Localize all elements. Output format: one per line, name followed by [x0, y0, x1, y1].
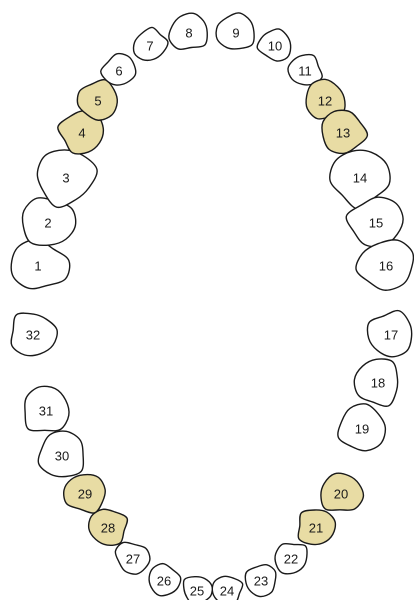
tooth-23[interactable]: 23: [239, 558, 284, 600]
tooth-number-label: 13: [336, 126, 350, 141]
tooth-outline: [320, 472, 365, 511]
tooth-2[interactable]: 2: [20, 196, 77, 248]
tooth-16[interactable]: 16: [353, 237, 414, 294]
tooth-number-label: 21: [309, 521, 323, 536]
tooth-3[interactable]: 3: [36, 148, 99, 209]
tooth-outline: [355, 239, 414, 291]
tooth-outline: [337, 403, 387, 452]
tooth-number-label: 23: [254, 574, 268, 589]
tooth-outline: [57, 110, 105, 155]
tooth-28[interactable]: 28: [83, 505, 130, 550]
tooth-number-label: 32: [26, 328, 40, 343]
tooth-number-label: 14: [353, 171, 367, 186]
tooth-number-label: 22: [284, 552, 298, 567]
tooth-outline: [345, 196, 404, 248]
tooth-number-label: 27: [126, 552, 140, 567]
tooth-17[interactable]: 17: [364, 307, 414, 359]
tooth-number-label: 18: [371, 376, 385, 391]
tooth-outline: [114, 541, 151, 575]
tooth-31[interactable]: 31: [23, 385, 70, 433]
tooth-number-label: 1: [34, 259, 41, 274]
tooth-32[interactable]: 32: [7, 309, 60, 359]
tooth-number-label: 8: [185, 26, 192, 41]
tooth-number-label: 3: [62, 171, 69, 186]
tooth-20[interactable]: 20: [317, 469, 367, 516]
tooth-outline: [148, 562, 182, 597]
tooth-outline: [132, 26, 169, 61]
tooth-number-label: 6: [115, 64, 122, 79]
tooth-number-label: 10: [268, 39, 282, 54]
tooth-11[interactable]: 11: [284, 48, 329, 92]
tooth-outline: [329, 149, 391, 210]
tooth-4[interactable]: 4: [55, 107, 107, 157]
tooth-18[interactable]: 18: [353, 357, 400, 407]
tooth-5[interactable]: 5: [73, 77, 122, 126]
tooth-number-label: 28: [101, 521, 115, 536]
tooth-27[interactable]: 27: [109, 536, 154, 579]
tooth-outline: [36, 149, 98, 209]
tooth-22[interactable]: 22: [269, 535, 314, 579]
tooth-outline: [321, 109, 369, 155]
tooth-12[interactable]: 12: [301, 75, 352, 126]
tooth-number-label: 16: [379, 259, 393, 274]
tooth-number-label: 24: [220, 584, 234, 599]
tooth-outline: [297, 509, 337, 546]
tooth-number-label: 29: [78, 487, 92, 502]
tooth-outline: [215, 12, 255, 50]
tooth-number-label: 12: [318, 94, 332, 109]
tooth-number-label: 26: [157, 574, 171, 589]
tooth-number-label: 31: [39, 404, 53, 419]
tooth-outline: [63, 473, 106, 514]
tooth-outline: [24, 385, 70, 432]
tooth-number-label: 5: [94, 94, 101, 109]
tooth-outline: [353, 358, 399, 407]
tooth-number-label: 25: [190, 584, 204, 599]
tooth-number-label: 9: [232, 26, 239, 41]
tooth-24[interactable]: 24: [210, 573, 246, 600]
tooth-14[interactable]: 14: [328, 149, 391, 210]
tooth-outline: [256, 28, 292, 62]
tooth-19[interactable]: 19: [336, 402, 387, 452]
tooth-outline: [76, 79, 119, 121]
tooth-30[interactable]: 30: [37, 429, 85, 478]
tooth-29[interactable]: 29: [61, 470, 109, 515]
tooth-26[interactable]: 26: [142, 559, 185, 600]
tooth-number-label: 7: [146, 39, 153, 54]
tooth-number-label: 4: [78, 126, 85, 141]
tooth-number-label: 2: [44, 216, 51, 231]
tooth-number-label: 20: [334, 487, 348, 502]
tooth-1[interactable]: 1: [8, 236, 73, 293]
tooth-outline: [168, 12, 208, 51]
tooth-number-label: 17: [384, 328, 398, 343]
tooth-outline: [10, 312, 58, 357]
tooth-10[interactable]: 10: [255, 23, 299, 66]
tooth-21[interactable]: 21: [291, 502, 341, 550]
tooth-13[interactable]: 13: [317, 106, 371, 158]
tooth-25[interactable]: 25: [179, 574, 214, 600]
tooth-7[interactable]: 7: [127, 23, 172, 66]
tooth-outline: [21, 197, 77, 246]
tooth-outline: [274, 542, 308, 575]
tooth-15[interactable]: 15: [345, 195, 406, 249]
tooth-outline: [366, 309, 413, 358]
tooth-number-label: 30: [55, 449, 69, 464]
tooth-outline: [211, 575, 244, 600]
tooth-outline: [100, 52, 137, 86]
tooth-outline: [287, 53, 323, 86]
tooth-outline: [182, 575, 214, 600]
tooth-number-label: 11: [298, 64, 312, 79]
tooth-9[interactable]: 9: [214, 10, 257, 52]
tooth-outline: [305, 78, 346, 120]
tooth-outline: [10, 238, 71, 290]
tooth-outline: [87, 508, 129, 546]
tooth-outline: [37, 430, 85, 478]
tooth-outline: [244, 563, 277, 598]
tooth-8[interactable]: 8: [166, 11, 209, 51]
tooth-number-label: 19: [355, 422, 369, 437]
tooth-6[interactable]: 6: [96, 49, 140, 91]
tooth-number-label: 15: [369, 216, 383, 231]
